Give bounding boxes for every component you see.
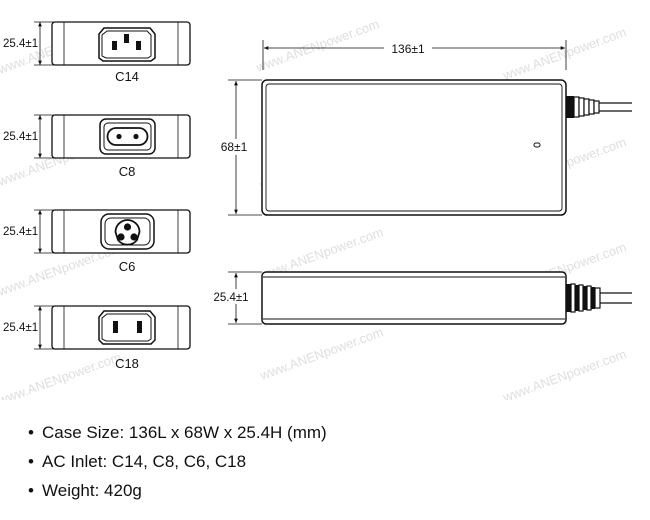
spec-text: Weight: 420g (42, 481, 142, 500)
watermark: www.ANENpower.com (257, 324, 385, 383)
width-dimension: 68±1 (221, 140, 248, 154)
bullet-icon: • (28, 481, 34, 500)
iec-c14-inlet-icon (98, 27, 156, 62)
inlet-height-dimension: 25.4±1 (3, 322, 38, 334)
inlet-view-c18: 25.4±1 C18 (3, 305, 191, 371)
spec-item-case-size: • Case Size: 136L x 68W x 25.4H (mm) (28, 418, 327, 447)
dc-cable-strain-relief (566, 283, 632, 313)
inlet-view-c8: 25.4±1 C8 (3, 114, 191, 179)
inlet-view-c6: 25.4±1 C6 (3, 209, 191, 274)
watermark: www.ANENpower.com (500, 24, 628, 83)
iec-c8-inlet-icon (99, 118, 156, 155)
inlet-height-dimension: 25.4±1 (3, 226, 38, 238)
inlet-caption: C18 (115, 356, 139, 371)
length-dimension: 136±1 (391, 42, 425, 56)
bullet-icon: • (28, 423, 34, 442)
adapter-dimension-drawing: www.ANENpower.com www.ANENpower.com www.… (0, 16, 632, 400)
adapter-side-view: 25.4±1 (208, 271, 632, 325)
dc-cable-strain-relief (566, 96, 632, 118)
inlet-view-c14: 25.4±1 C14 (3, 21, 191, 84)
spec-text: AC Inlet: C14, C8, C6, C18 (42, 452, 247, 471)
spec-item-weight: • Weight: 420g (28, 476, 327, 505)
inlet-caption: C6 (119, 259, 136, 274)
inlet-caption: C8 (119, 164, 136, 179)
spec-text: Case Size: 136L x 68W x 25.4H (mm) (42, 423, 327, 442)
watermark: www.ANENpower.com (0, 349, 123, 400)
adapter-top-view: 136±1 68±1 (216, 40, 632, 216)
watermark: www.ANENpower.com (500, 346, 628, 400)
iec-c18-inlet-icon (98, 310, 156, 345)
inlet-caption: C14 (115, 69, 139, 84)
watermark: www.ANENpower.com (253, 16, 381, 75)
height-dimension: 25.4±1 (213, 292, 248, 304)
inlet-height-dimension: 25.4±1 (3, 131, 38, 143)
inlet-height-dimension: 25.4±1 (3, 38, 38, 50)
spec-list: • Case Size: 136L x 68W x 25.4H (mm) • AC … (28, 418, 327, 505)
iec-c6-inlet-icon (100, 213, 155, 250)
spec-item-ac-inlet: • AC Inlet: C14, C8, C6, C18 (28, 447, 327, 476)
bullet-icon: • (28, 452, 34, 471)
